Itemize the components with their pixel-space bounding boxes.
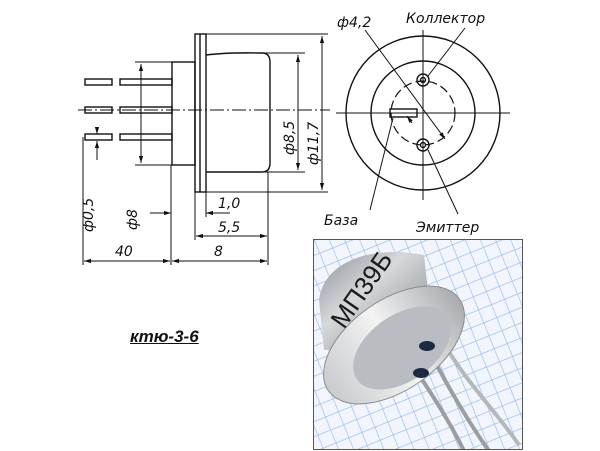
dim-d0-5: ф0,5 <box>81 198 97 232</box>
package-caption: ктю-3-6 <box>130 327 199 346</box>
can-body <box>205 52 271 173</box>
label-base: База <box>324 213 358 229</box>
dim-d4-2: ф4,2 <box>337 15 371 31</box>
label-collector: Коллектор <box>406 11 485 27</box>
dim-d8-5: ф8,5 <box>282 121 298 155</box>
dim-5-5: 5,5 <box>218 220 240 236</box>
label-emitter: Эмиттер <box>415 220 479 236</box>
end-view <box>336 27 510 215</box>
dim-8: 8 <box>214 244 223 260</box>
dim-1-0: 1,0 <box>218 196 240 212</box>
dim-d11-7: ф11,7 <box>306 122 322 165</box>
dim-d8: ф8 <box>125 209 141 230</box>
base-stub <box>171 61 196 166</box>
dim-40: 40 <box>115 244 133 260</box>
leads <box>84 78 173 141</box>
transistor-photo: МП39Б <box>313 239 523 450</box>
